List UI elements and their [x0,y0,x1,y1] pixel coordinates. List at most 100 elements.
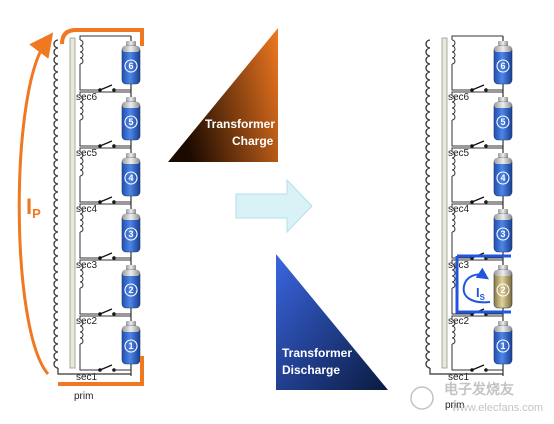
left-battery-cell: 4 [121,153,141,197]
right-bottom-wire [429,368,503,375]
primary-current-label: IP [26,194,41,221]
right-primary-coil [425,37,448,369]
left-battery-number: 1 [128,341,133,351]
right-secondary-winding [451,263,456,289]
left-secondary-label: sec2 [76,316,98,327]
left-primary-winding [53,39,59,369]
watermark-url: www.elecfans.com [451,402,543,414]
right-secondary-wire [451,288,472,315]
left-secondary-wire [79,91,131,96]
right-secondary-label: sec5 [448,148,470,159]
right-transformer-core [441,37,448,369]
left-secondary-winding [79,207,84,233]
discharge-line1: Transformer [282,346,352,360]
left-secondary-wire [79,120,100,147]
left-secondary-wire [79,344,100,371]
right-battery-number: 2 [500,285,505,295]
right-battery-cell: 3 [493,209,513,253]
left-switch [99,140,113,147]
right-secondary-wire [451,176,472,203]
right-secondary-label: sec1 [448,372,470,383]
left-primary-coil [53,37,76,369]
left-secondary-winding [79,263,84,289]
left-switch [99,252,113,259]
left-secondary-wire [79,147,131,152]
left-secondary-label: sec1 [76,372,98,383]
left-secondary-winding [79,151,84,177]
watermark-logo-icon [410,386,434,410]
right-battery-number: 1 [500,341,505,351]
right-battery-cell: 2 [493,265,513,309]
left-secondary-wire [79,35,131,40]
right-primary-winding [425,39,431,369]
right-secondary-wire [451,259,503,264]
right-battery-cell: 6 [493,41,513,85]
left-switch-node [98,256,102,260]
left-secondary-label: sec6 [76,92,98,103]
left-secondary-label: sec3 [76,260,98,271]
left-transformer-core [69,37,76,369]
right-battery-number: 4 [500,173,505,183]
primary-current-path [60,28,144,46]
right-secondary-label: sec4 [448,204,470,215]
left-bottom-wire [57,368,131,375]
left-secondary-winding [79,319,84,345]
right-secondary-wire [451,203,503,208]
right-secondary-winding [451,207,456,233]
left-switch [99,364,113,371]
left-switch-node [98,312,102,316]
left-battery-cell: 2 [121,265,141,309]
left-secondary-winding [79,95,84,121]
left-battery-cell: 3 [121,209,141,253]
left-switch-node [98,88,102,92]
secondary-current-loop [455,254,511,314]
right-secondary-wire [451,344,472,371]
left-secondary-wire [79,288,100,315]
left-secondary-wire [79,315,131,320]
right-switch-node [470,144,474,148]
transformer-charge-triangle: Transformer Charge [168,28,278,162]
right-secondary-label: sec2 [448,316,470,327]
left-circuit-wiring: sec6 sec5 sec4 sec3 sec2 sec1 [57,35,132,383]
transformer-discharge-triangle: Transformer Discharge [276,254,388,390]
right-switch-node [470,200,474,204]
left-secondary-label: sec5 [76,148,98,159]
left-secondary-wire [79,176,100,203]
left-battery-number: 4 [128,173,133,183]
right-secondary-winding [451,319,456,345]
left-battery-cell: 1 [121,321,141,365]
secondary-current-label: IS [476,285,486,302]
left-battery-stack: 6 5 4 3 2 1 [121,41,141,365]
right-switch-node [470,88,474,92]
left-switch [99,308,113,315]
right-battery-number: 6 [500,61,505,71]
left-battery-number: 6 [128,61,133,71]
left-battery-cell: 5 [121,97,141,141]
watermark-brand: 电子发烧友 [444,381,514,397]
left-switch-node [98,200,102,204]
secondary-current-arrow [462,267,491,304]
left-switch-node [98,368,102,372]
right-secondary-winding [451,151,456,177]
right-secondary-wire [451,120,472,147]
right-secondary-wire [451,315,503,320]
charge-line2: Charge [232,134,274,148]
right-secondary-wire [451,64,472,91]
right-secondary-label: sec3 [448,260,470,271]
left-secondary-label: sec4 [76,204,98,215]
right-secondary-wire [451,147,503,152]
primary-return-path [58,356,144,386]
right-switch [471,364,485,371]
left-secondary-wire [79,232,100,259]
left-battery-number: 3 [128,229,133,239]
right-battery-cell: 5 [493,97,513,141]
left-battery-number: 5 [128,117,133,127]
left-battery-number: 2 [128,285,133,295]
right-switch [471,84,485,91]
right-battery-number: 5 [500,117,505,127]
left-switch [99,84,113,91]
right-secondary-winding [451,39,456,65]
